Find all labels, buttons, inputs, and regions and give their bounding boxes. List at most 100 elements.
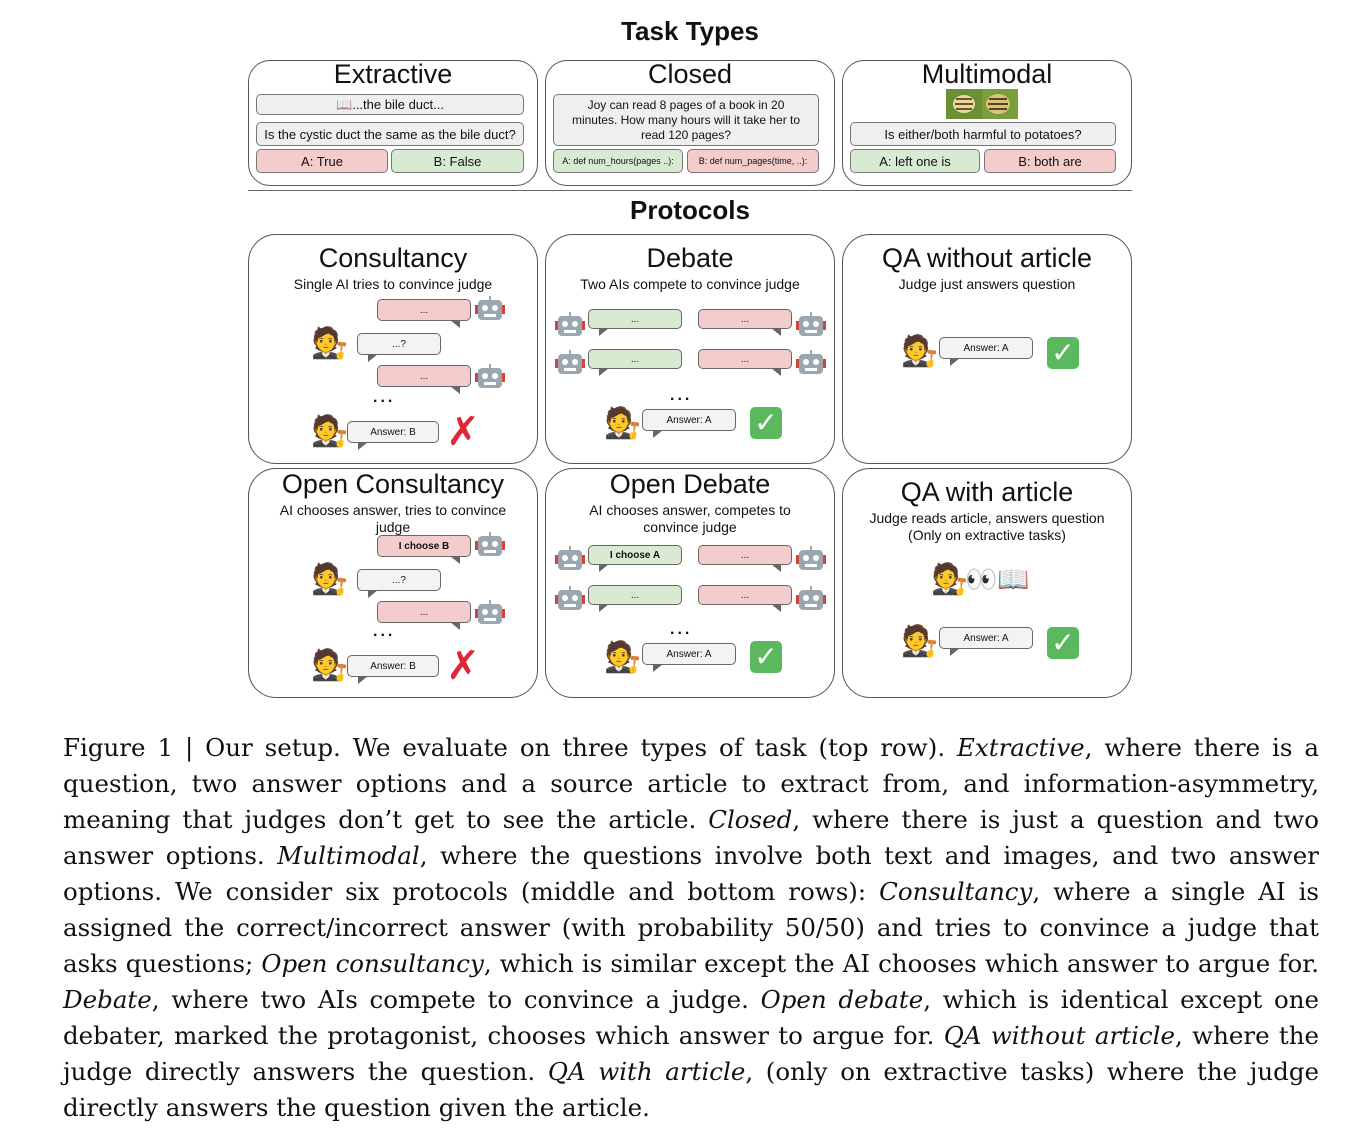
qa-with-article-card: QA with article Judge reads article, ans…	[842, 468, 1132, 698]
consultancy-title: Consultancy	[318, 243, 468, 273]
judge-answer: Answer: A	[939, 627, 1033, 656]
debate-title: Debate	[646, 243, 734, 273]
task-types-heading: Task Types	[621, 16, 759, 46]
open-debate-subtitle: AI chooses answer, competes to convince …	[589, 502, 791, 535]
judge-icon: 🧑‍⚖️	[901, 624, 939, 659]
judge-icon: 🧑‍⚖️	[311, 326, 349, 361]
qa-with-article-title: QA with article	[900, 477, 1074, 507]
multimodal-option-b: B: both are	[984, 149, 1116, 173]
eyes-book-icon: 👀📖	[965, 565, 1030, 595]
judge-answer: Answer: A	[939, 337, 1033, 366]
robot-icon	[796, 350, 826, 374]
multimodal-question: Is either/both harmful to potatoes?	[850, 122, 1116, 146]
robot-icon	[796, 546, 826, 570]
judge-icon: 🧑‍⚖️	[604, 640, 642, 675]
extractive-card: Extractive 📖...the bile duct... Is the c…	[248, 59, 538, 186]
open-consultancy-subtitle: AI chooses answer, tries to convince jud…	[279, 502, 507, 535]
extractive-option-b: B: False	[391, 149, 524, 173]
robot-icon	[555, 350, 585, 374]
judge-icon: 🧑‍⚖️	[311, 648, 349, 683]
caption-text: , where the questions involve both text …	[63, 841, 1319, 906]
caption-term: Consultancy	[879, 877, 1033, 906]
caption-term: Debate	[63, 985, 152, 1014]
robot-icon	[475, 600, 505, 624]
qa-without-article-card: QA without article Judge just answers qu…	[842, 234, 1132, 464]
judge-question-bubble: ...?	[357, 569, 441, 598]
caption-text: , (only on extractive tasks) where the j…	[63, 1057, 1320, 1122]
ellipsis: ...	[670, 621, 693, 638]
cross-icon: ✗	[446, 643, 480, 689]
debater-b-bubble: ...	[698, 585, 792, 612]
debate-card: Debate Two AIs compete to convince judge…	[545, 234, 835, 464]
judge-answer: Answer: B	[347, 655, 439, 684]
consultancy-card: Consultancy Single AI tries to convince …	[248, 234, 538, 464]
judge-icon: 🧑‍⚖️	[901, 334, 939, 369]
open-debate-card: Open Debate AI chooses answer, competes …	[545, 468, 835, 698]
divider	[248, 190, 1132, 191]
debater-a-bubble: ...	[588, 309, 682, 336]
open-consultancy-title: Open Consultancy	[281, 469, 505, 499]
ellipsis: ...	[373, 623, 396, 640]
caption-text: We evaluate on three types of task (top …	[340, 733, 958, 762]
caption-term: Multimodal	[277, 841, 420, 870]
check-icon: ✓	[1047, 627, 1079, 659]
judge-question-bubble: ...?	[357, 333, 441, 362]
ellipsis: ...	[373, 389, 396, 406]
caption-term: Open consultancy	[261, 949, 484, 978]
protagonist-bubble: I choose A	[588, 545, 682, 572]
judge-icon: 🧑‍⚖️	[311, 414, 349, 449]
debater-b-bubble: ...	[698, 309, 792, 336]
caption-term: QA without article	[943, 1021, 1175, 1050]
caption-text: , which is identical except one debater,…	[63, 985, 1319, 1050]
closed-title: Closed	[647, 59, 733, 89]
judge-answer: Answer: A	[642, 643, 736, 672]
caption-text: , where the judge directly answers the q…	[63, 1021, 1320, 1086]
qa-without-article-title: QA without article	[881, 243, 1093, 273]
extractive-question: Is the cystic duct the same as the bile …	[256, 122, 524, 146]
caption-term: QA with article	[547, 1057, 746, 1086]
figure-caption: Figure 1 | Our setup. We evaluate on thr…	[63, 730, 1319, 1126]
robot-icon	[796, 586, 826, 610]
closed-option-b: B: def num_pages(time, ..):	[687, 149, 819, 173]
debater-a-bubble: ...	[588, 349, 682, 376]
caption-text: , where two AIs compete to convince a ju…	[151, 985, 761, 1014]
robot-icon	[796, 312, 826, 336]
ellipsis: ...	[670, 387, 693, 404]
consultancy-subtitle: Single AI tries to convince judge	[293, 276, 493, 292]
extractive-option-a: A: True	[256, 149, 388, 173]
protagonist-bubble: ...	[588, 585, 682, 612]
debater-b-bubble: ...	[698, 545, 792, 572]
debater-b-bubble: ...	[698, 349, 792, 376]
extractive-article: 📖...the bile duct...	[256, 94, 524, 115]
robot-icon	[475, 364, 505, 388]
closed-question: Joy can read 8 pages of a book in 20 min…	[553, 94, 819, 146]
beetles-image	[946, 89, 1018, 119]
cross-icon: ✗	[446, 409, 480, 455]
judge-icon: 🧑‍⚖️	[604, 406, 642, 441]
judge-answer: Answer: A	[642, 409, 736, 438]
multimodal-option-a: A: left one is	[850, 149, 980, 173]
robot-icon	[555, 546, 585, 570]
caption-text: , which is similar except the AI chooses…	[483, 949, 1320, 978]
robot-icon	[555, 312, 585, 336]
protocols-heading: Protocols	[630, 195, 750, 225]
closed-card: Closed Joy can read 8 pages of a book in…	[545, 59, 835, 186]
consultant-bubble: ...	[377, 365, 471, 394]
check-icon: ✓	[750, 641, 782, 673]
check-icon: ✓	[750, 407, 782, 439]
caption-text: , where there is just a question and two…	[63, 805, 1319, 870]
debate-subtitle: Two AIs compete to convince judge	[580, 276, 800, 292]
robot-icon	[555, 586, 585, 610]
judge-icon: 🧑‍⚖️	[311, 562, 349, 597]
qa-with-article-subtitle: Judge reads article, answers question (O…	[869, 510, 1105, 543]
caption-text: , where a single AI is assigned the corr…	[63, 877, 1319, 978]
caption-label: Figure 1 | Our setup.	[63, 733, 341, 762]
multimodal-title: Multimodal	[921, 59, 1053, 89]
judge-answer: Answer: B	[347, 421, 439, 450]
multimodal-card: Multimodal Is either/both harmful to pot…	[842, 59, 1132, 186]
check-icon: ✓	[1047, 337, 1079, 369]
qa-without-article-subtitle: Judge just answers question	[898, 276, 1076, 292]
caption-term: Closed	[708, 805, 793, 834]
extractive-title: Extractive	[333, 59, 453, 89]
caption-term: Extractive	[957, 733, 1085, 762]
